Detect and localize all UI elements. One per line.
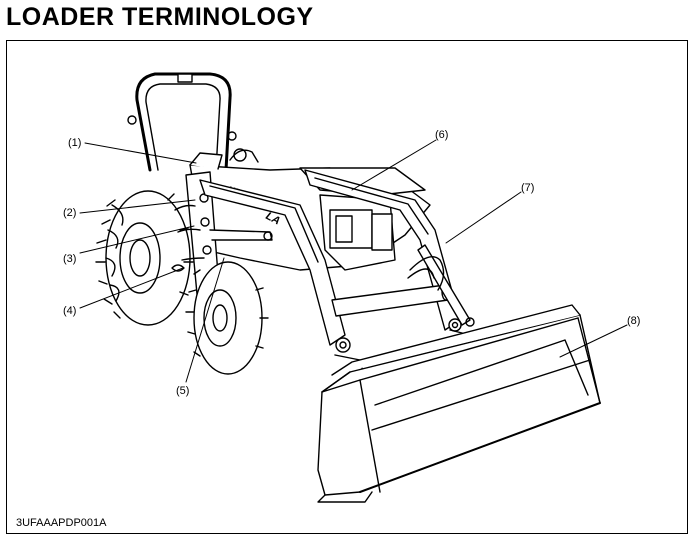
callout-6: (6) — [435, 129, 448, 141]
callout-3: (3) — [63, 253, 76, 265]
callout-4: (4) — [63, 305, 76, 317]
bucket-cylinder — [407, 244, 475, 327]
leader-lines — [79, 139, 628, 383]
figure-code: 3UFAAAPDP001A — [16, 517, 107, 529]
callout-7: (7) — [521, 182, 534, 194]
loader-boom — [199, 169, 461, 346]
callout-1: (1) — [68, 137, 81, 149]
callout-2: (2) — [63, 207, 76, 219]
rops-frame — [127, 72, 237, 172]
tractor-body: KBTA LA — [189, 148, 431, 271]
callout-labels: (1) (2) (3) (4) (5) (6) (7) (8) — [63, 129, 640, 397]
callout-5: (5) — [176, 385, 189, 397]
bucket — [317, 304, 601, 503]
rear-wheel — [95, 190, 194, 326]
boom-crossmember — [331, 283, 451, 317]
page-title: LOADER TERMINOLOGY — [6, 3, 314, 31]
front-wheel — [185, 261, 269, 375]
callout-8: (8) — [627, 315, 640, 327]
figure-frame: 3UFAAAPDP001A — [6, 40, 688, 534]
